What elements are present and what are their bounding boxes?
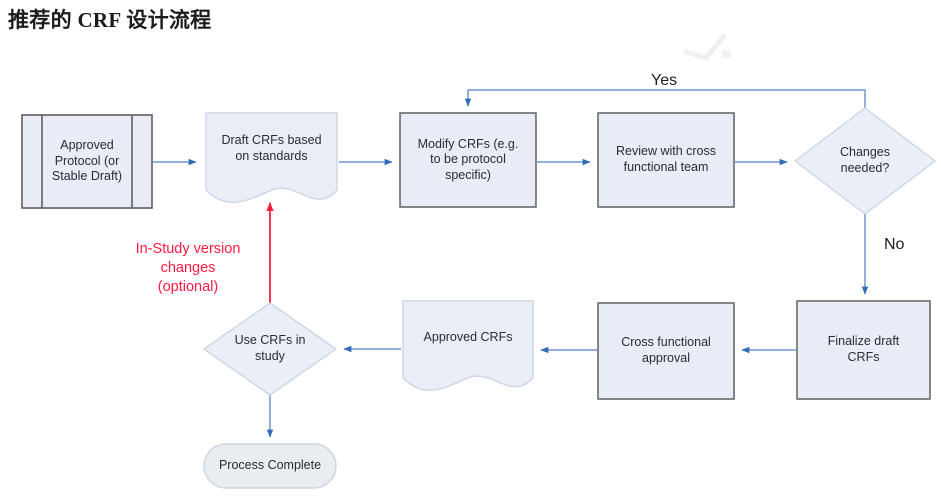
edge-label-no: No [884,236,905,253]
node-use-crfs-in-study[interactable] [202,302,338,396]
node-cross-functional-approval[interactable] [597,302,735,400]
decorative-artifact-icon [683,33,731,61]
node-approved-crfs[interactable] [402,300,534,392]
node-changes-needed[interactable] [793,107,937,215]
edge-label-yes: Yes [651,72,678,89]
connector-layer [153,89,869,438]
node-review-cross-functional[interactable] [597,112,735,208]
node-draft-crfs[interactable] [205,112,338,204]
in-study-version-note: In-Study version changes (optional) [135,241,241,295]
edge-yes-loop [464,89,866,108]
page-title: 推荐的 CRF 设计流程 [8,8,212,32]
node-modify-crfs[interactable] [399,112,537,208]
node-process-complete[interactable] [203,443,337,489]
node-approved-protocol[interactable] [21,114,153,209]
node-finalize-draft-crfs[interactable] [796,300,931,400]
